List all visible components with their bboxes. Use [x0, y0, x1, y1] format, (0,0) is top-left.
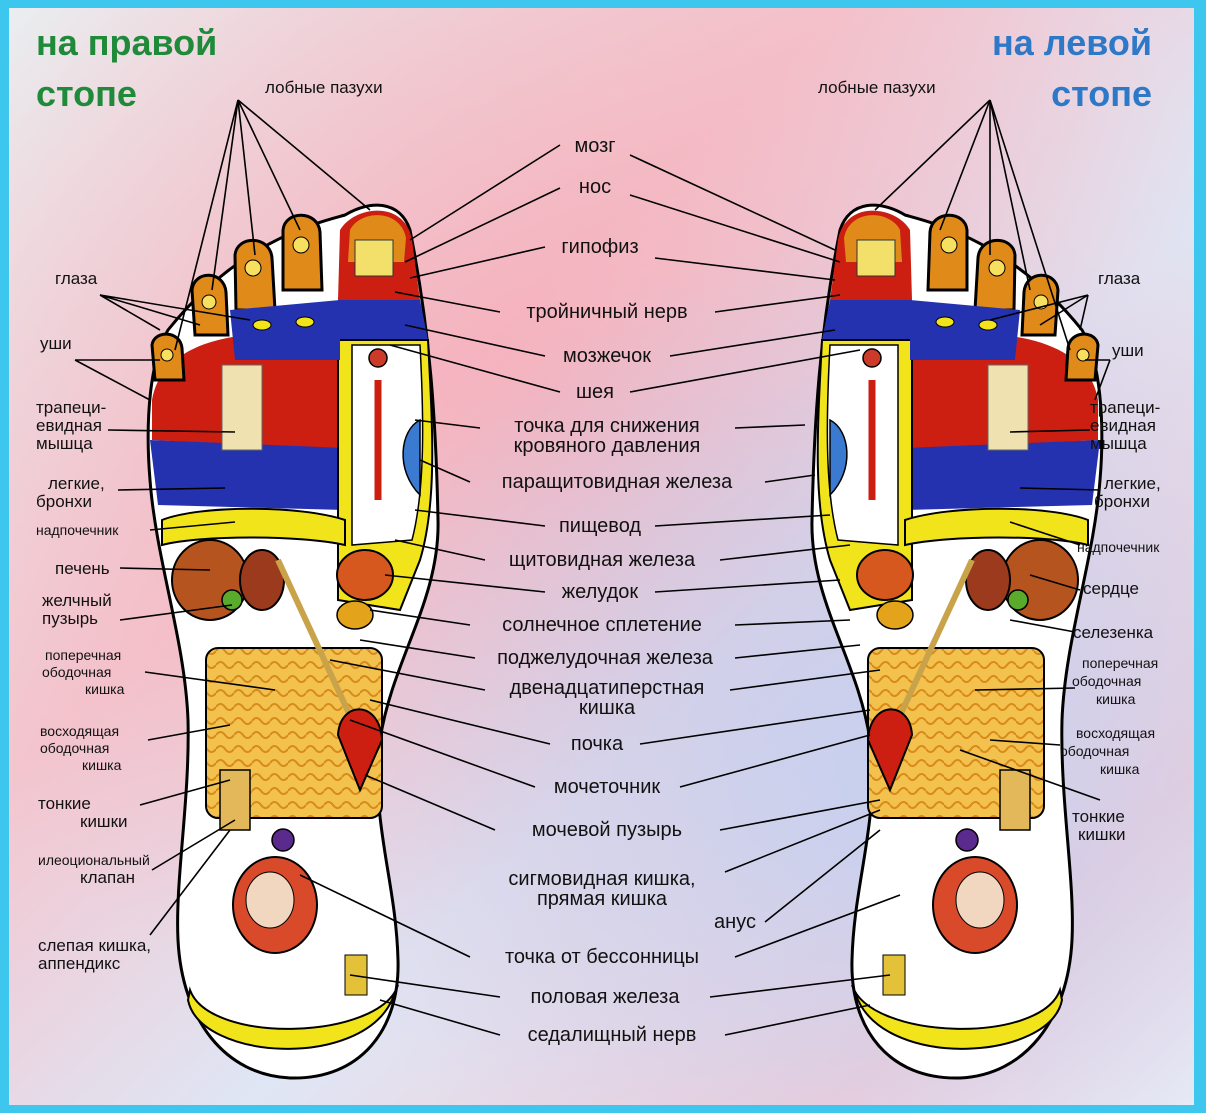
label-pressure-point-line1: точка для снижения — [514, 415, 699, 437]
label-trigeminal-nerve: тройничный нерв — [526, 301, 687, 323]
label-descending-colon-3: кишка — [1100, 761, 1140, 777]
label-gallbladder-1: желчный — [42, 591, 112, 610]
label-lungs-right-foot-1: легкие, — [48, 474, 105, 493]
label-liver: печень — [55, 559, 110, 578]
label-brain: мозг — [574, 135, 615, 157]
label-duodenum-line2: кишка — [579, 697, 636, 719]
label-transverse-colon-right-foot-1: поперечная — [45, 647, 121, 663]
label-thyroid: щитовидная железа — [509, 549, 696, 571]
label-lungs-left-foot-1: легкие, — [1104, 474, 1161, 493]
label-stomach: желудок — [562, 581, 639, 603]
label-pressure-point-line2: кровяного давления — [514, 435, 701, 457]
label-anus: анус — [714, 911, 756, 933]
label-ears-left-foot: уши — [1112, 341, 1144, 360]
label-lungs-right-foot-2: бронхи — [36, 492, 92, 511]
label-trapezius-left-foot-3: мышца — [1090, 434, 1147, 453]
label-gallbladder-2: пузырь — [42, 609, 98, 628]
label-esophagus: пищевод — [559, 515, 641, 537]
label-cecum-2: аппендикс — [38, 954, 121, 973]
label-heart: сердце — [1083, 579, 1139, 598]
header-left-foot-line1: на левой — [992, 22, 1152, 63]
label-ileocecal-2: клапан — [80, 868, 135, 887]
label-ureter: мочеточник — [554, 776, 661, 798]
header-right-foot-line2: стопе — [36, 73, 137, 114]
label-ascending-colon-3: кишка — [82, 757, 122, 773]
label-trapezius-left-foot-2: евидная — [1090, 416, 1156, 435]
label-trapezius-left-foot-1: трапеци- — [1090, 398, 1160, 417]
label-sinuses-right-foot: лобные пазухи — [265, 78, 383, 97]
label-trapezius-right-foot-3: мышца — [36, 434, 93, 453]
label-adrenal-right-foot: надпочечник — [36, 522, 119, 538]
label-descending-colon-2: ободочная — [1060, 743, 1129, 759]
label-lungs-left-foot-2: бронхи — [1094, 492, 1150, 511]
left-foot-map — [812, 205, 1102, 1078]
header-left-foot-line2: стопе — [1051, 73, 1152, 114]
label-small-intestine-left-foot-2: кишки — [1078, 825, 1126, 844]
label-ileocecal-1: илеоциональный — [38, 852, 150, 868]
label-ears-right-foot: уши — [40, 334, 72, 353]
label-small-intestine-left-foot-1: тонкие — [1072, 807, 1125, 826]
label-transverse-colon-right-foot-2: ободочная — [42, 664, 111, 680]
label-small-intestine-right-foot-1: тонкие — [38, 794, 91, 813]
label-transverse-colon-left-foot-2: ободочная — [1072, 673, 1141, 689]
label-duodenum-line1: двенадцатиперстная — [510, 677, 705, 699]
label-parathyroid: паращитовидная железа — [502, 471, 733, 493]
label-sinuses-left-foot: лобные пазухи — [818, 78, 936, 97]
label-transverse-colon-left-foot-3: кишка — [1096, 691, 1136, 707]
label-adrenal-left-foot: надпочечник — [1077, 539, 1160, 555]
label-descending-colon-1: восходящая — [1076, 725, 1155, 741]
header-right-foot-line1: на правой — [36, 22, 217, 63]
label-nose: нос — [579, 176, 611, 198]
label-small-intestine-right-foot-2: кишки — [80, 812, 128, 831]
label-spleen: селезенка — [1073, 623, 1154, 642]
label-pituitary: гипофиз — [561, 236, 638, 258]
label-solar-plexus: солнечное сплетение — [502, 614, 702, 636]
label-pancreas: поджелудочная железа — [497, 647, 714, 669]
label-sigmoid-line2: прямая кишка — [537, 888, 668, 910]
label-sciatic-nerve: седалищный нерв — [528, 1024, 697, 1046]
label-ascending-colon-2: ободочная — [40, 740, 109, 756]
label-eyes-left-foot: глаза — [1098, 269, 1141, 288]
right-foot-map — [148, 205, 438, 1078]
label-trapezius-right-foot-1: трапеци- — [36, 398, 106, 417]
label-neck: шея — [576, 381, 614, 403]
label-kidney: почка — [571, 733, 624, 755]
label-sigmoid-line1: сигмовидная кишка, — [508, 868, 695, 890]
label-transverse-colon-left-foot-1: поперечная — [1082, 655, 1158, 671]
label-eyes-right-foot: глаза — [55, 269, 98, 288]
label-trapezius-right-foot-2: евидная — [36, 416, 102, 435]
label-bladder: мочевой пузырь — [532, 819, 682, 841]
label-transverse-colon-right-foot-3: кишка — [85, 681, 125, 697]
label-insomnia-point: точка от бессонницы — [505, 946, 699, 968]
label-gonad: половая железа — [531, 986, 681, 1008]
label-cecum-1: слепая кишка, — [38, 936, 151, 955]
label-cerebellum: мозжечок — [563, 345, 651, 367]
label-ascending-colon-1: восходящая — [40, 723, 119, 739]
